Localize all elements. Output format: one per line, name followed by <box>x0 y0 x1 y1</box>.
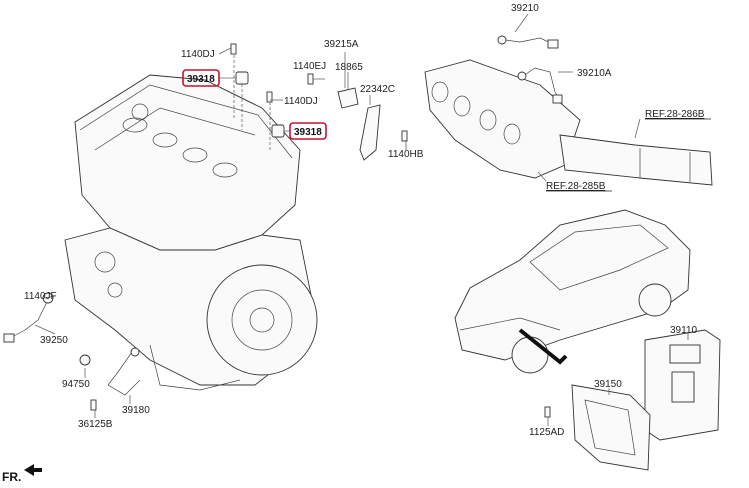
label-18865[interactable]: 18865 <box>335 62 363 73</box>
bolt-36125B <box>90 399 97 411</box>
label-39215A[interactable]: 39215A <box>324 39 359 50</box>
label-1140JF[interactable]: 1140JF <box>24 291 57 302</box>
knock-sensor-39250 <box>3 292 54 343</box>
label-1125AD[interactable]: 1125AD <box>529 427 564 438</box>
cam-sensor-39318-lower <box>271 124 285 138</box>
arrow-left-icon <box>24 464 42 476</box>
label-39150[interactable]: 39150 <box>594 379 622 390</box>
label-1140EJ[interactable]: 1140EJ <box>293 61 326 72</box>
fr-label: FR. <box>2 470 21 484</box>
highlight-box-39318-lower <box>289 122 327 140</box>
cam-sensor-39318-upper <box>235 71 249 85</box>
ecu-39110 <box>644 329 721 441</box>
highlight-box-39318-upper <box>182 69 220 87</box>
label-39210[interactable]: 39210 <box>511 3 539 14</box>
label-36125B[interactable]: 36125B <box>78 419 113 430</box>
label-39250[interactable]: 39250 <box>40 335 68 346</box>
part-labels: 39210 39215A 1140DJ 39318 1140EJ 18865 2… <box>24 3 711 438</box>
bolt-1125AD <box>544 406 551 418</box>
label-1140DJ-top[interactable]: 1140DJ <box>181 49 215 60</box>
label-ref-28-285B[interactable]: REF.28-285B <box>546 181 606 192</box>
oxygen-sensor-39210A <box>517 67 563 104</box>
label-1140DJ-mid[interactable]: 1140DJ <box>284 96 318 107</box>
label-1140HB[interactable]: 1140HB <box>388 149 424 160</box>
bolts <box>230 43 408 142</box>
front-direction-indicator: FR. <box>2 464 42 484</box>
leader-lines <box>34 13 689 426</box>
label-39180[interactable]: 39180 <box>122 405 150 416</box>
label-22342C[interactable]: 22342C <box>360 84 395 95</box>
vehicle-illustration <box>454 209 691 374</box>
label-39210A[interactable]: 39210A <box>577 68 612 79</box>
ecu-bracket-39150 <box>571 384 651 471</box>
oxygen-sensor-39210 <box>497 35 559 49</box>
sensor-94750 <box>79 354 91 366</box>
sensor-39180 <box>107 347 141 396</box>
label-39318-lower[interactable]: 39318 <box>294 127 322 138</box>
label-94750[interactable]: 94750 <box>62 379 90 390</box>
label-39318-upper[interactable]: 39318 <box>187 74 215 85</box>
label-ref-28-286B[interactable]: REF.28-286B <box>645 109 705 120</box>
label-39110[interactable]: 39110 <box>670 325 698 336</box>
bracket-39215A <box>337 87 381 161</box>
engine-assembly <box>64 74 318 391</box>
exhaust-manifold <box>424 59 713 186</box>
